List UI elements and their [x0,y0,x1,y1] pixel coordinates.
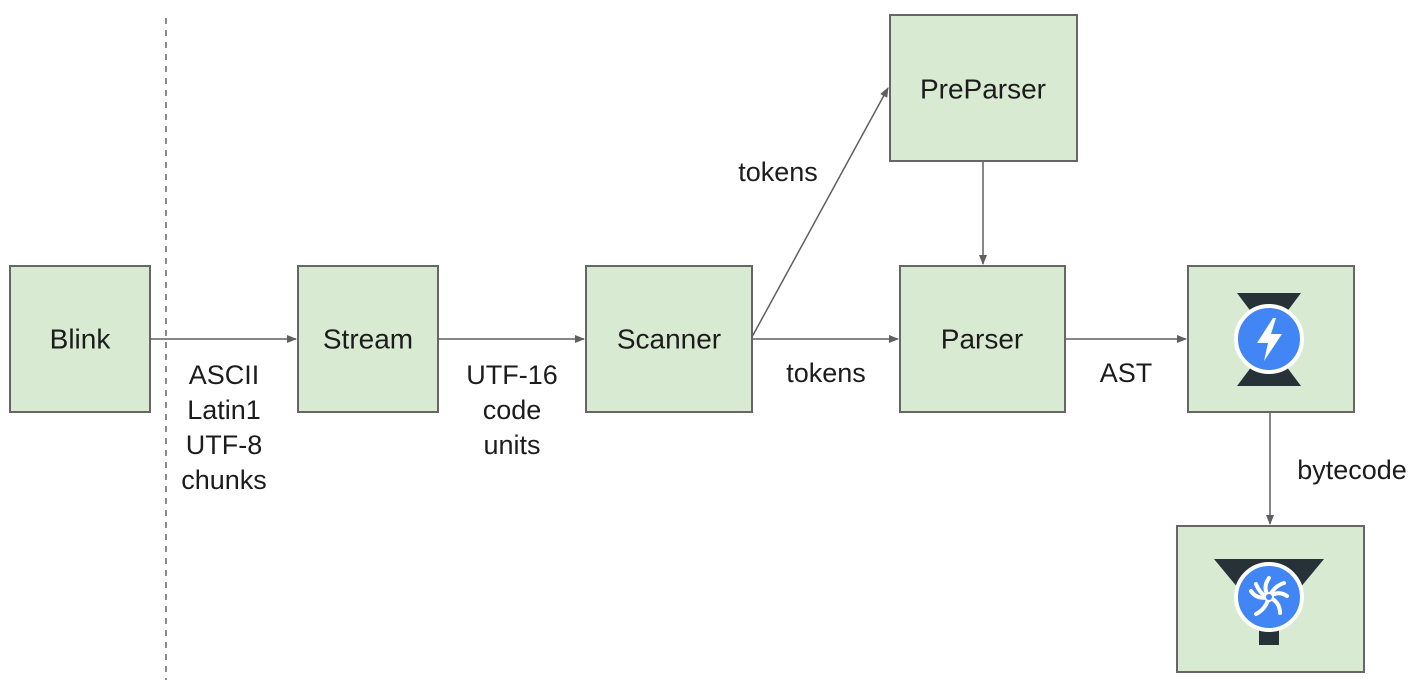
ignition-logo-icon [1234,293,1304,386]
node-blink: Blink [9,265,151,413]
node-stream: Stream [297,265,439,413]
node-scanner: Scanner [585,265,753,413]
node-turbofan [1176,525,1365,673]
edge-label-ignition-turbofan: bytecode [1297,455,1407,485]
node-preparser: PreParser [889,14,1078,162]
encoding-label-3: UTF-8 [186,430,263,460]
encoding-label-4: chunks [181,465,267,495]
edge-label-parser-ignition: AST [1100,358,1153,388]
node-parser: Parser [899,265,1066,413]
encoding-label-2: Latin1 [187,395,261,425]
node-parser-label: Parser [941,324,1023,355]
turbofan-logo-icon [1214,559,1324,645]
node-blink-label: Blink [50,324,112,355]
code-units-label-2: code [483,395,542,425]
edge-label-blink-stream: ASCII Latin1 UTF-8 chunks [181,360,267,495]
code-units-label-3: units [483,430,540,460]
edge-scanner-preparser [751,87,889,338]
code-units-label-1: UTF-16 [466,360,558,390]
encoding-label-1: ASCII [189,360,260,390]
edge-label-stream-scanner: UTF-16 code units [466,360,558,460]
node-preparser-label: PreParser [920,74,1046,105]
node-ignition [1187,265,1355,413]
node-stream-label: Stream [323,324,413,355]
node-scanner-label: Scanner [617,324,721,355]
edge-label-scanner-preparser: tokens [738,157,818,187]
edge-label-scanner-parser: tokens [786,358,866,388]
